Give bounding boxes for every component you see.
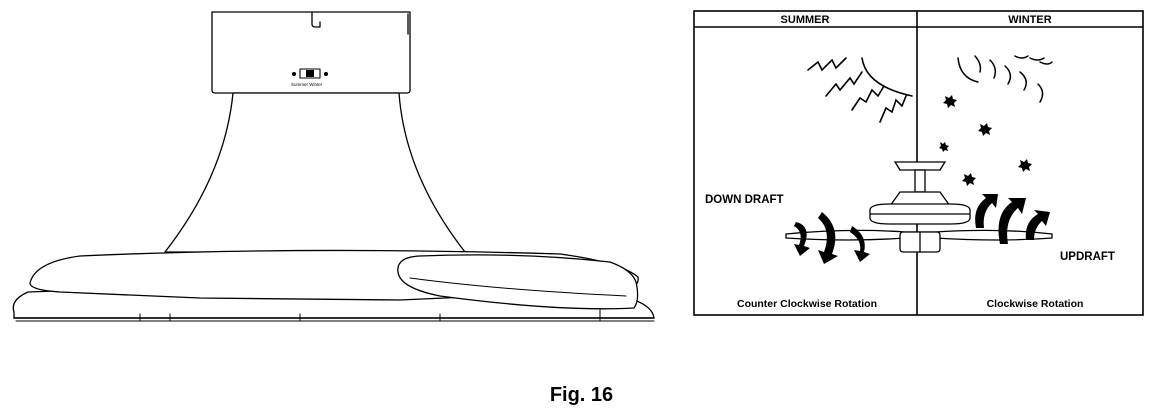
downdraft-label: DOWN DRAFT bbox=[705, 194, 784, 206]
motor-housing bbox=[211, 11, 411, 94]
updraft-arrows bbox=[975, 194, 1050, 244]
direction-switch[interactable]: Summer Winter bbox=[291, 68, 328, 87]
mounting-slot bbox=[311, 11, 321, 28]
snowflake-icons bbox=[939, 95, 1032, 186]
fan-side-illustration: Summer Winter bbox=[12, 11, 655, 322]
updraft-label: UPDRAFT bbox=[1060, 251, 1115, 263]
sun-icon bbox=[807, 57, 913, 123]
winter-rotation-label: Clockwise Rotation bbox=[987, 298, 1084, 310]
switch-label: Summer Winter bbox=[291, 82, 323, 87]
winter-header: WINTER bbox=[1008, 14, 1051, 26]
summer-header: SUMMER bbox=[781, 14, 830, 26]
season-panel: SUMMER WINTER bbox=[693, 10, 1144, 316]
downdraft-arrows bbox=[794, 212, 870, 264]
cloud-icon bbox=[957, 55, 1053, 103]
figure-caption: Fig. 16 bbox=[549, 384, 614, 406]
fan-body bbox=[164, 92, 466, 253]
fan-blade-right bbox=[397, 254, 639, 310]
summer-rotation-label: Counter Clockwise Rotation bbox=[737, 298, 877, 310]
